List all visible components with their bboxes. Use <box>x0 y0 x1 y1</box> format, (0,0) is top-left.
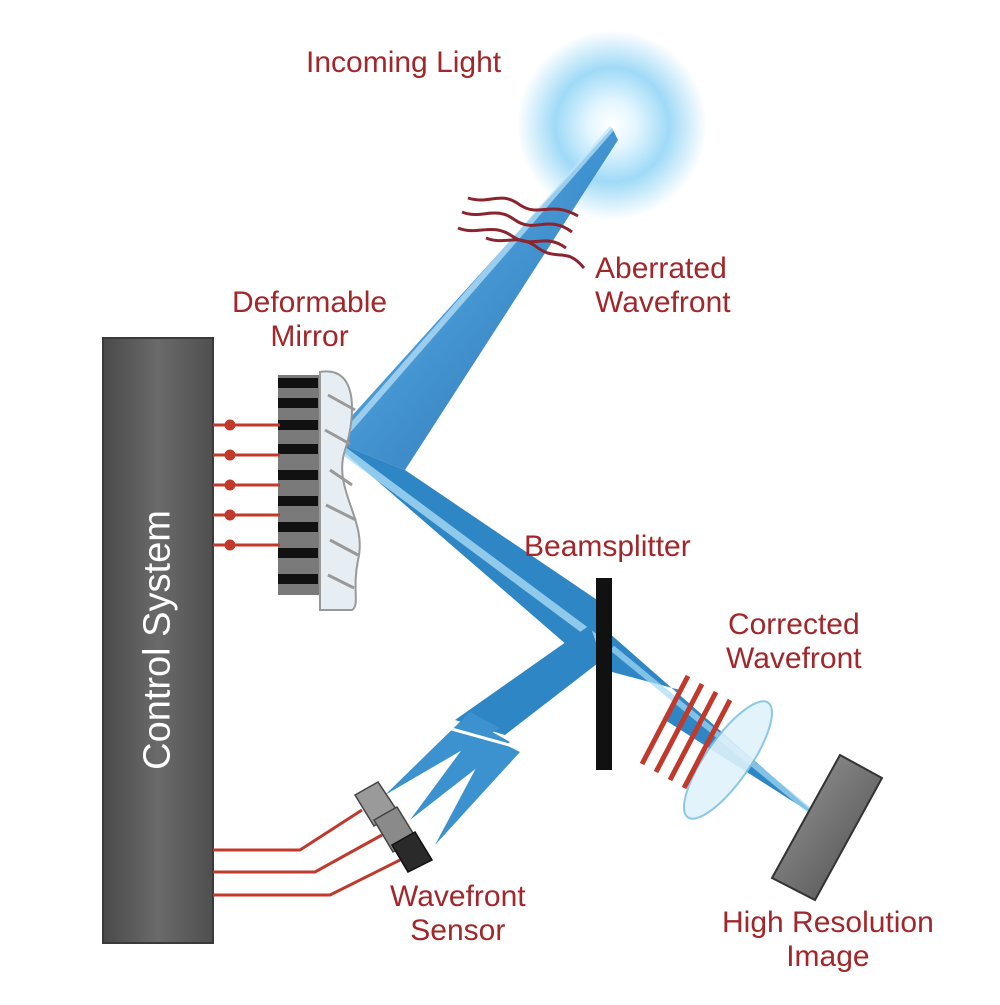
high-resolution-image-label: High Resolution Image <box>722 906 934 974</box>
wavefront-sensor-line-2: Sensor <box>410 914 506 947</box>
mirror-control-lines <box>213 419 280 551</box>
reflected-beam-highlight <box>337 444 601 644</box>
deformable-mirror-line-1: Deformable <box>232 286 388 319</box>
deformable-mirror-line-2: Mirror <box>270 320 349 353</box>
corrected-wavefront-lines <box>639 674 733 790</box>
aberrated-wavefront-line-1: Aberrated <box>595 252 727 285</box>
beamsplitter-plate <box>596 578 612 770</box>
deformable-mirror-label: Deformable Mirror <box>232 286 387 354</box>
wavefront-sensor-line-1: Wavefront <box>390 880 526 913</box>
lenslet-array <box>447 726 521 750</box>
incoming-beam-highlight <box>335 126 615 444</box>
control-system-label: Control System <box>136 510 179 770</box>
wavefront-sensor-device <box>353 781 434 873</box>
lenslet-cone-3 <box>435 738 520 845</box>
deformable-mirror <box>278 370 361 611</box>
aberrated-wavefront-label: Aberrated Wavefront <box>595 252 731 320</box>
lenslet-cone-1 <box>385 712 500 795</box>
lenslet-cone-2 <box>410 725 510 820</box>
image-plane <box>770 753 884 902</box>
light-source-glow <box>517 30 707 220</box>
control-system-box <box>102 337 214 944</box>
sensor-beam <box>455 625 602 735</box>
aberrated-wavefront-line-2: Wavefront <box>595 286 731 319</box>
incoming-light-label: Incoming Light <box>306 46 501 80</box>
focusing-lens <box>682 700 774 820</box>
aberrated-wavefront-lines <box>457 196 586 269</box>
incoming-beam <box>330 128 618 470</box>
corrected-wavefront-label: Corrected Wavefront <box>726 608 862 676</box>
corrected-wavefront-line-2: Wavefront <box>726 642 862 675</box>
high-resolution-image-line-2: Image <box>786 940 870 973</box>
incoming-light-text: Incoming Light <box>306 46 502 79</box>
wavefront-sensor-label: Wavefront Sensor <box>390 880 526 948</box>
corrected-wavefront-line-1: Corrected <box>727 608 860 641</box>
beamsplitter-label: Beamsplitter <box>524 530 691 564</box>
sensor-signal-lines <box>213 808 401 897</box>
beamsplitter-text: Beamsplitter <box>524 530 691 563</box>
high-resolution-image-line-1: High Resolution <box>722 906 934 939</box>
